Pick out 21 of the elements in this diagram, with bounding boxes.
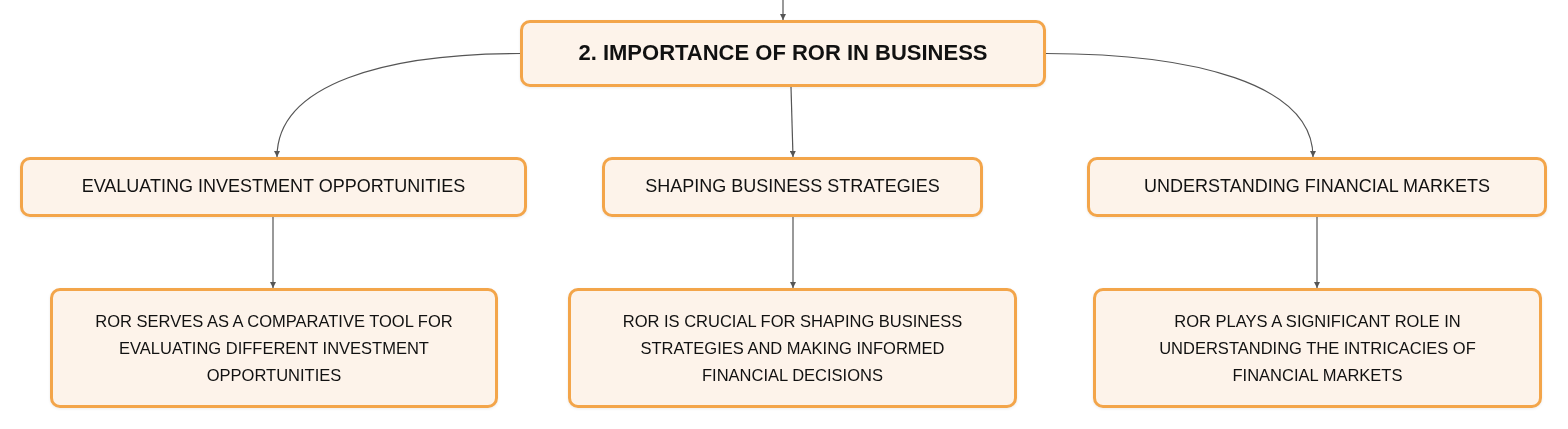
connector-arrow: [789, 86, 796, 158]
detail-box: [1093, 288, 1542, 408]
node-text: ROR PLAYS A SIGNIFICANT ROLE IN UNDERSTANDING THE INTRICACIES OF FINANCIAL MARKETS: [1158, 310, 1477, 386]
connector-arrow: [270, 216, 276, 289]
main-topic-box: [520, 20, 1046, 87]
node-text: ROR SERVES AS A COMPARATIVE TOOL FOR EVALUATING DIFFERENT INVESTMENT OPPORTUNITIES: [94, 310, 454, 386]
node-text: 2. IMPORTANCE OF ROR IN BUSINESS: [578, 40, 988, 67]
detail-box: [568, 288, 1017, 408]
subtopic-box: [20, 157, 527, 217]
connector-arrow: [790, 216, 796, 289]
connector-arrow: [274, 52, 521, 158]
node-text: UNDERSTANDING FINANCIAL MARKETS: [1143, 176, 1490, 198]
node-text: SHAPING BUSINESS STRATEGIES: [645, 176, 940, 198]
node-text: ROR IS CRUCIAL FOR SHAPING BUSINESS STRATEGIES AND MAKING INFORMED FINANCIAL DECISIONS: [621, 310, 964, 386]
connector-arrow: [1045, 52, 1316, 158]
subtopic-box: [1087, 157, 1547, 217]
node-text: EVALUATING INVESTMENT OPPORTUNITIES: [81, 176, 466, 198]
connector-arrow: [1314, 216, 1320, 289]
connector-arrow: [780, 0, 786, 21]
detail-box: [50, 288, 498, 408]
subtopic-box: [602, 157, 983, 217]
